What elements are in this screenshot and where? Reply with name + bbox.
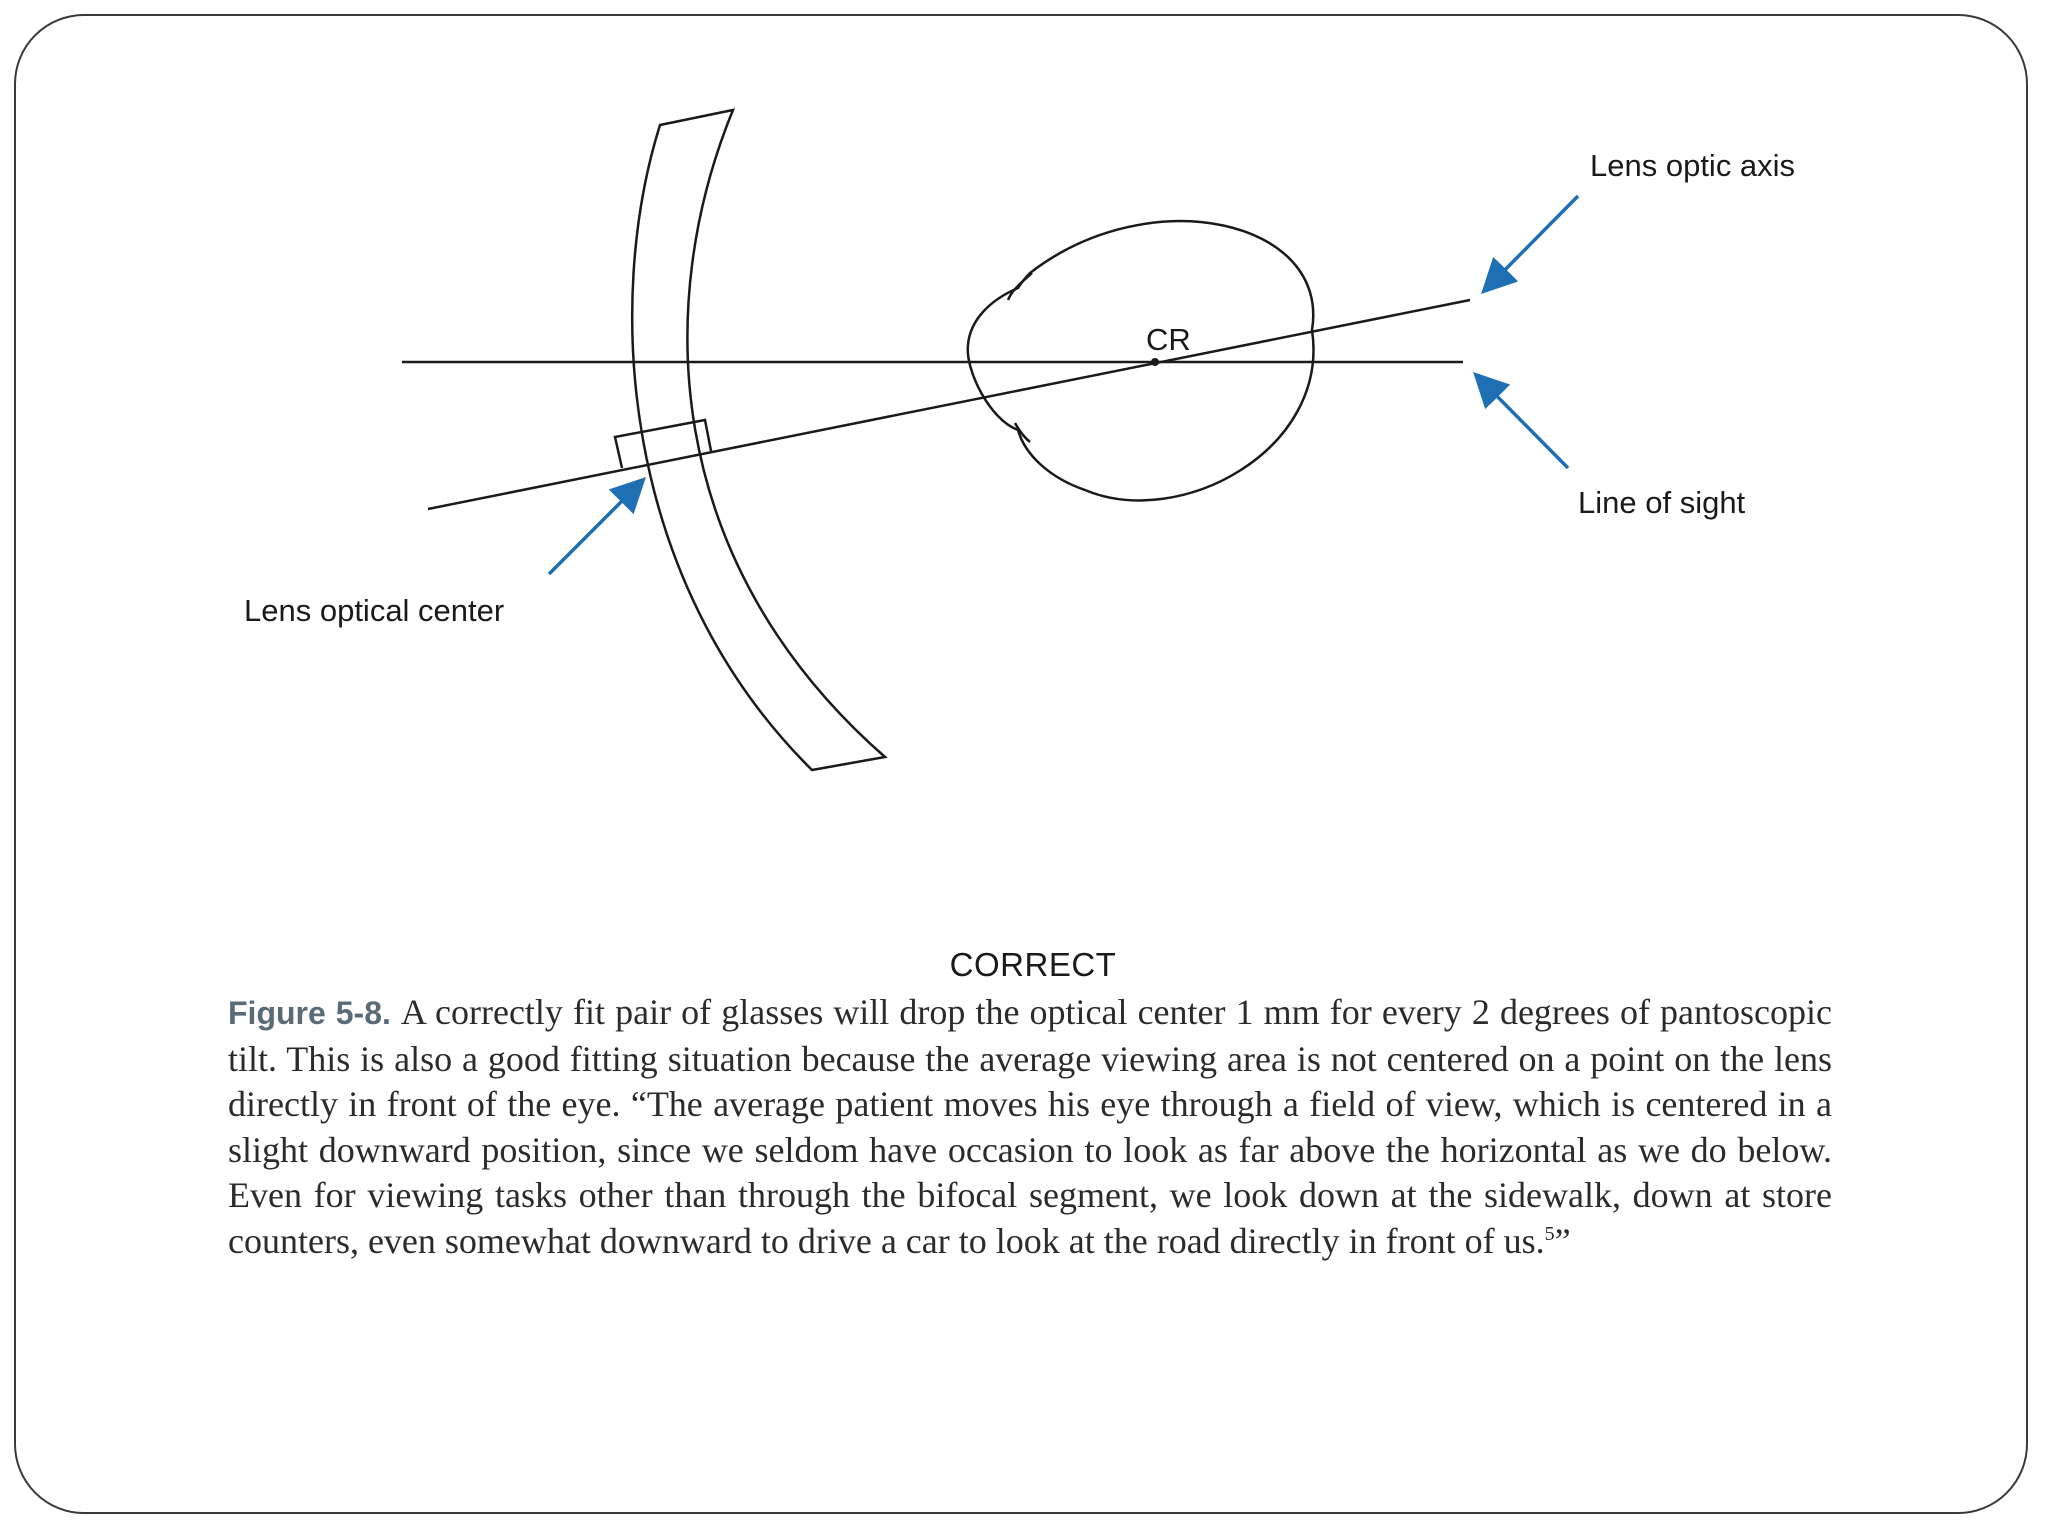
spectacle-lens <box>630 108 888 772</box>
caption-close-quote: ” <box>1554 1220 1571 1261</box>
label-center-of-rotation: CR <box>1146 322 1191 357</box>
center-of-rotation-point <box>1151 358 1159 366</box>
label-lens-optic-axis: Lens optic axis <box>1590 148 1795 183</box>
arrow-lens-optic-axis <box>1481 194 1580 294</box>
figure-heading: CORRECT <box>949 946 1117 983</box>
caption-footnote-ref: 5 <box>1544 1222 1555 1245</box>
eyeball <box>966 220 1315 502</box>
figure-caption: Figure 5-8.A correctly fit pair of glass… <box>228 990 1832 1264</box>
slide-frame <box>14 14 2028 1514</box>
label-lens-optical-center: Lens optical center <box>244 593 504 628</box>
arrow-line-of-sight <box>1473 372 1570 470</box>
arrow-lens-optical-center <box>547 477 646 576</box>
optical-center-marker <box>613 418 713 469</box>
lens-optic-axis <box>427 298 1471 511</box>
caption-body: A correctly fit pair of glasses will dro… <box>228 992 1832 1261</box>
label-line-of-sight: Line of sight <box>1578 485 1746 520</box>
figure-number: Figure 5-8. <box>228 995 391 1031</box>
